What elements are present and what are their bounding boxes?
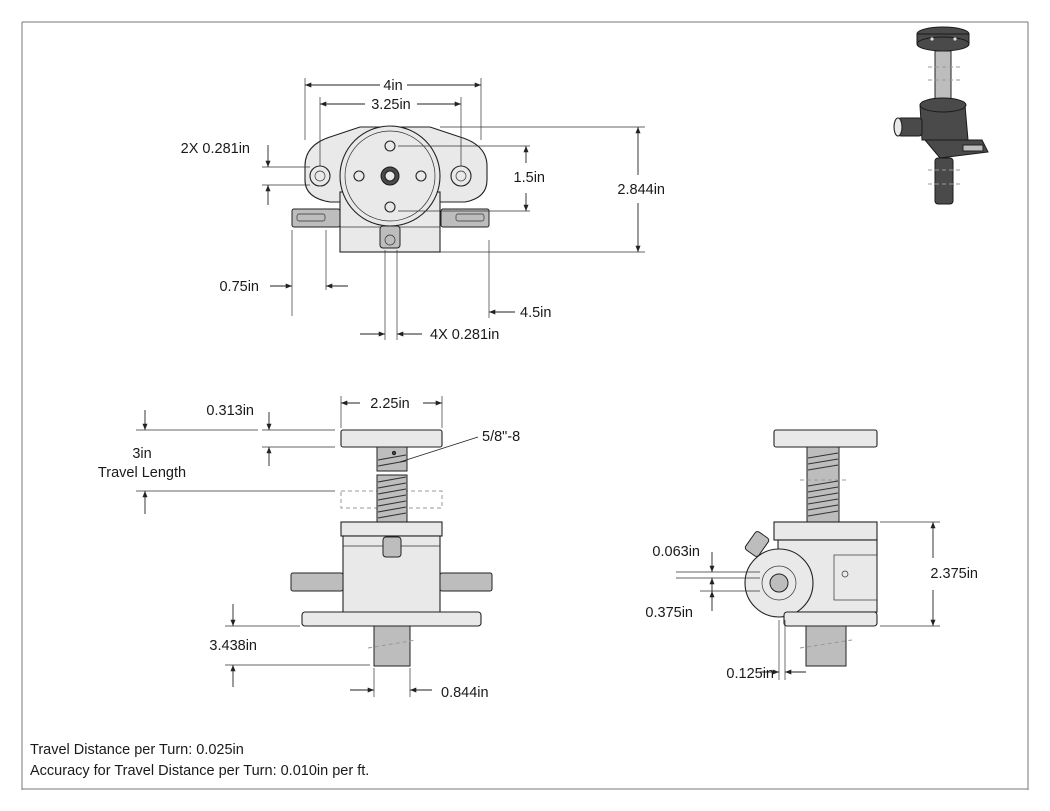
sheet-border <box>21 21 1029 790</box>
dim-side-offset-small: 0.063in <box>652 544 700 560</box>
dim-front-shaft-diameter: 0.844in <box>441 685 489 701</box>
top-view-dimensions <box>262 78 645 340</box>
top-view <box>291 125 490 253</box>
dim-top-flange-offset: 0.75in <box>219 279 259 295</box>
side-view-labels: 0.063in 0.375in 2.375in 0.125in <box>645 544 978 682</box>
side-view <box>744 429 878 667</box>
dim-top-overall-height: 2.844in <box>617 182 665 198</box>
dim-side-input-diameter: 0.375in <box>645 605 693 621</box>
note-accuracy: Accuracy for Travel Distance per Turn: 0… <box>30 763 369 779</box>
dim-top-mount-hole: 2X 0.281in <box>181 141 250 157</box>
notes-block: Travel Distance per Turn: 0.025in Accura… <box>30 742 369 779</box>
side-view-dimensions <box>676 521 940 680</box>
dim-front-plate-thickness: 0.313in <box>206 403 254 419</box>
dim-top-hole-spacing: 3.25in <box>371 97 411 113</box>
dim-side-offset-bottom: 0.125in <box>726 666 774 682</box>
front-view-dimensions <box>136 396 443 697</box>
dim-top-overall-width: 4in <box>383 78 402 94</box>
front-view <box>290 429 493 667</box>
dim-top-bottom-holes: 4X 0.281in <box>430 327 499 343</box>
dim-top-vertical-offset: 1.5in <box>514 170 545 186</box>
thread-spec-callout: 5/8"-8 <box>482 429 520 445</box>
front-view-labels: 2.25in 0.313in 3in Travel Length 5/8"-8 … <box>98 396 520 701</box>
dim-travel-value: 3in <box>132 446 151 462</box>
dim-side-height: 2.375in <box>930 566 978 582</box>
dim-travel-label: Travel Length <box>98 465 186 481</box>
dim-front-base-to-bottom: 3.438in <box>209 638 257 654</box>
isometric-view <box>893 26 989 205</box>
dim-front-plate-width: 2.25in <box>370 396 410 412</box>
top-view-labels: 4in 3.25in 2X 0.281in 1.5in 2.844in 0.75… <box>181 78 665 343</box>
note-travel-per-turn: Travel Distance per Turn: 0.025in <box>30 742 244 758</box>
dim-top-base-width: 4.5in <box>520 305 551 321</box>
